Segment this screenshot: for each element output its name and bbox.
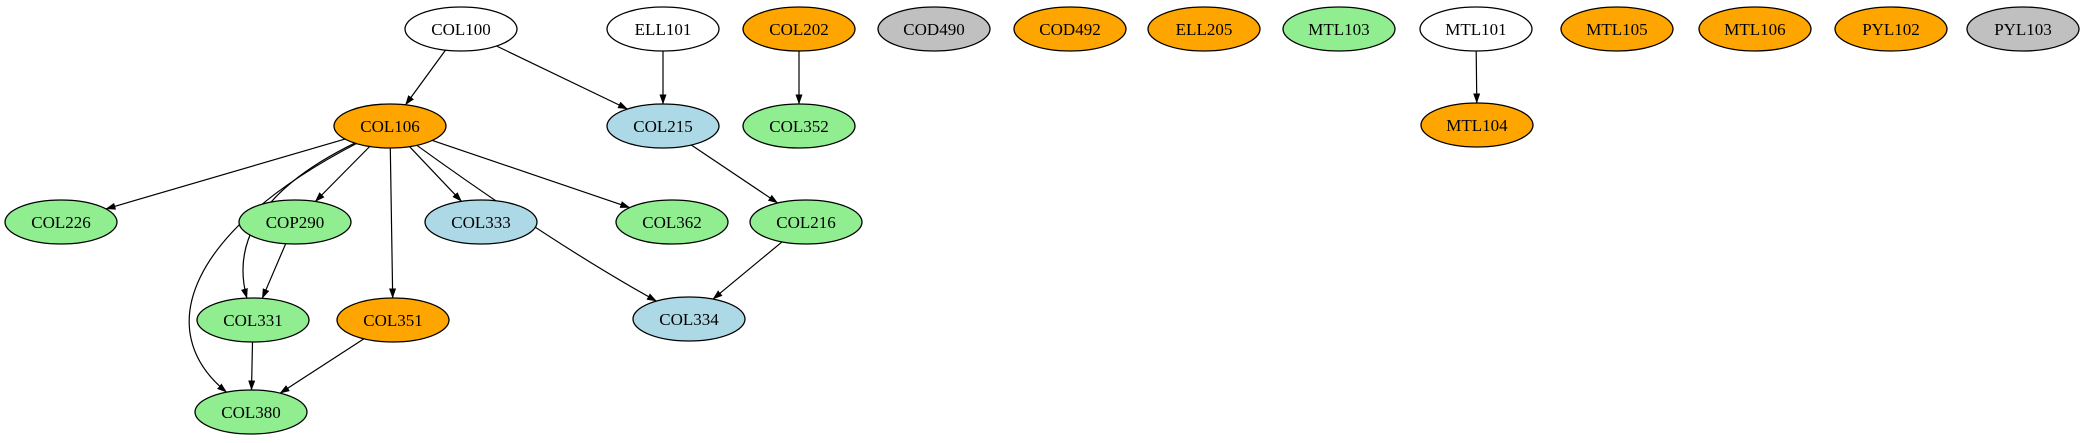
- node-label-COL106: COL106: [360, 117, 420, 136]
- node-COL100: COL100: [404, 6, 518, 52]
- node-COL334: COL334: [632, 296, 746, 342]
- node-COL362: COL362: [615, 199, 729, 245]
- node-COL380: COL380: [194, 389, 308, 435]
- node-ellipse-MTL104: [1420, 102, 1534, 148]
- node-COL215: COL215: [606, 103, 720, 149]
- node-ellipse-MTL105: [1560, 6, 1674, 52]
- node-COL226: COL226: [4, 199, 118, 245]
- edge-COL106-COL380: [188, 143, 357, 393]
- node-ellipse-COL106: [333, 103, 447, 149]
- node-COL202: COL202: [742, 6, 856, 52]
- node-ellipse-COL351: [336, 297, 450, 343]
- node-ellipse-COL352: [742, 103, 856, 149]
- node-PYL102: PYL102: [1834, 6, 1948, 52]
- node-label-MTL106: MTL106: [1724, 20, 1785, 39]
- node-label-COL202: COL202: [769, 20, 829, 39]
- node-COL331: COL331: [196, 297, 310, 343]
- node-ellipse-MTL103: [1282, 6, 1396, 52]
- node-ellipse-ELL101: [606, 6, 720, 52]
- edge-COL100-COL215: [496, 45, 628, 110]
- node-COD492: COD492: [1013, 6, 1127, 52]
- node-ellipse-COL216: [749, 199, 863, 245]
- edge-COL106-COL333: [409, 146, 462, 202]
- node-label-COP290: COP290: [266, 213, 325, 232]
- edge-COL106-COP290: [314, 146, 371, 202]
- node-label-COL362: COL362: [642, 213, 702, 232]
- node-label-PYL102: PYL102: [1862, 20, 1920, 39]
- node-label-COL334: COL334: [659, 310, 719, 329]
- node-ellipse-COL226: [4, 199, 118, 245]
- node-ellipse-COP290: [238, 199, 352, 245]
- edge-COL106-COL226: [105, 138, 346, 210]
- node-ellipse-COL100: [404, 6, 518, 52]
- node-label-COD492: COD492: [1039, 20, 1100, 39]
- node-COL333: COL333: [424, 199, 538, 245]
- node-COL106: COL106: [333, 103, 447, 149]
- node-ellipse-PYL102: [1834, 6, 1948, 52]
- node-label-COL100: COL100: [431, 20, 491, 39]
- node-COL216: COL216: [749, 199, 863, 245]
- node-label-MTL103: MTL103: [1308, 20, 1369, 39]
- node-ellipse-COL362: [615, 199, 729, 245]
- node-MTL105: MTL105: [1560, 6, 1674, 52]
- node-label-COL215: COL215: [633, 117, 693, 136]
- node-MTL106: MTL106: [1698, 6, 1812, 52]
- node-ellipse-COD490: [877, 6, 991, 52]
- edge-COL106-COL334: [416, 144, 657, 302]
- edge-COL215-COL216: [690, 144, 779, 204]
- node-label-ELL205: ELL205: [1176, 20, 1233, 39]
- node-label-COL331: COL331: [223, 311, 283, 330]
- edge-COL216-COL334: [712, 241, 783, 300]
- node-label-ELL101: ELL101: [635, 20, 692, 39]
- node-ellipse-COL215: [606, 103, 720, 149]
- node-ellipse-COL334: [632, 296, 746, 342]
- node-ellipse-ELL205: [1147, 6, 1261, 52]
- edge-COL351-COL380: [279, 338, 365, 394]
- node-COL352: COL352: [742, 103, 856, 149]
- node-MTL103: MTL103: [1282, 6, 1396, 52]
- node-label-COL352: COL352: [769, 117, 829, 136]
- node-COP290: COP290: [238, 199, 352, 245]
- edge-COL100-COL106: [405, 49, 446, 106]
- node-label-MTL105: MTL105: [1586, 20, 1647, 39]
- node-label-PYL103: PYL103: [1994, 20, 2052, 39]
- edge-MTL101-MTL104: [1473, 50, 1481, 104]
- edges-layer: [105, 45, 1481, 394]
- node-label-MTL104: MTL104: [1446, 116, 1508, 135]
- node-ellipse-MTL101: [1419, 6, 1533, 52]
- node-label-MTL101: MTL101: [1445, 20, 1506, 39]
- node-ellipse-PYL103: [1966, 6, 2080, 52]
- node-label-COL351: COL351: [363, 311, 423, 330]
- node-PYL103: PYL103: [1966, 6, 2080, 52]
- node-MTL101: MTL101: [1419, 6, 1533, 52]
- edge-COP290-COL331: [261, 243, 287, 299]
- node-ellipse-MTL106: [1698, 6, 1812, 52]
- node-ellipse-COL202: [742, 6, 856, 52]
- node-ellipse-COL333: [424, 199, 538, 245]
- edge-COL331-COL380: [248, 341, 256, 391]
- node-label-COL333: COL333: [451, 213, 511, 232]
- node-label-COL380: COL380: [221, 403, 281, 422]
- edge-COL106-COL362: [432, 139, 631, 209]
- node-COL351: COL351: [336, 297, 450, 343]
- node-MTL104: MTL104: [1420, 102, 1534, 148]
- node-COD490: COD490: [877, 6, 991, 52]
- node-label-COD490: COD490: [903, 20, 964, 39]
- node-ellipse-COL380: [194, 389, 308, 435]
- node-label-COL226: COL226: [31, 213, 91, 232]
- edge-COL106-COL351: [389, 147, 397, 299]
- node-label-COL216: COL216: [776, 213, 836, 232]
- node-ELL205: ELL205: [1147, 6, 1261, 52]
- node-ellipse-COD492: [1013, 6, 1127, 52]
- node-ellipse-COL331: [196, 297, 310, 343]
- node-ELL101: ELL101: [606, 6, 720, 52]
